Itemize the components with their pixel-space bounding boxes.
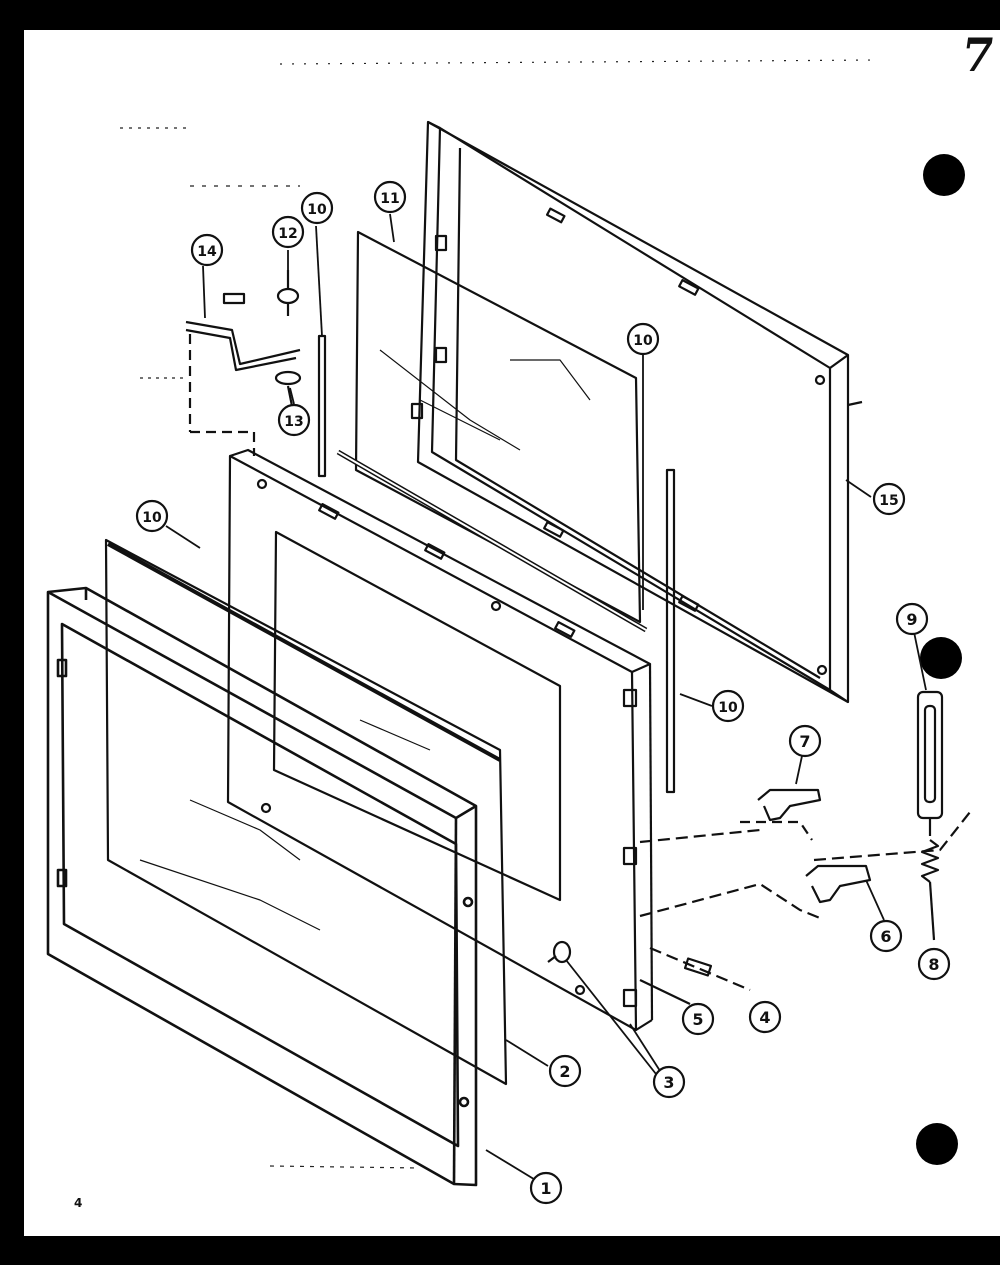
callout-c13: 13	[277, 403, 311, 437]
callout-label: 10	[307, 202, 327, 218]
callout-label: 4	[759, 1008, 770, 1027]
callout-circle	[652, 1065, 686, 1099]
part-4-pin	[649, 946, 751, 992]
callout-circle	[135, 499, 169, 533]
callout-label: 10	[633, 333, 653, 349]
part-8-spring	[920, 839, 940, 941]
callout-c2: 2	[548, 1054, 582, 1088]
binder-hole-bottom	[916, 1123, 958, 1165]
callout-label: 2	[559, 1062, 570, 1081]
door-frame-middle-panel	[226, 448, 654, 1032]
part-3-screw	[547, 940, 572, 964]
callout-label: 7	[799, 732, 810, 751]
callout-circle	[548, 1054, 582, 1088]
binder-hole-top	[923, 154, 965, 196]
callout-circle	[711, 689, 745, 723]
callout-circle	[872, 482, 906, 516]
callout-c14: 14	[190, 233, 224, 267]
part-1-outer-door-frame	[46, 586, 478, 1187]
part-11-inner-glass	[354, 230, 642, 624]
part-10-gasket-rods	[107, 334, 676, 794]
callout-label: 14	[197, 244, 217, 260]
callout-circle	[373, 180, 407, 214]
callout-label: 1	[540, 1179, 551, 1198]
scan-noise	[120, 59, 881, 1169]
callout-label: 15	[879, 493, 898, 509]
callout-circle	[300, 191, 334, 225]
callout-c15: 15	[872, 482, 906, 516]
part-6-latch	[639, 811, 971, 920]
callout-circle	[917, 947, 951, 981]
binder-hole-middle	[920, 637, 962, 679]
part-13-nut	[274, 370, 302, 407]
callout-circle	[190, 233, 224, 267]
callout-c5: 5	[681, 1002, 715, 1036]
callout-circle	[748, 1000, 782, 1034]
callout-c7: 7	[788, 724, 822, 758]
callout-c8: 8	[917, 947, 951, 981]
callout-c10a: 10	[300, 191, 334, 225]
part-5-leader	[639, 979, 691, 1005]
callout-c12: 12	[271, 215, 305, 249]
leader-lines	[165, 213, 927, 1185]
part-9-hinge-arm	[916, 690, 944, 836]
callout-c10b: 10	[135, 499, 169, 533]
callout-circle	[681, 1002, 715, 1036]
callout-circle	[277, 403, 311, 437]
part-15-inner-door-panel	[410, 120, 863, 704]
callout-label: 12	[278, 226, 297, 242]
callout-circle	[626, 322, 660, 356]
callout-circle	[529, 1171, 563, 1205]
callout-label: 13	[284, 414, 303, 430]
callout-circle	[895, 602, 929, 636]
callout-label: 6	[880, 927, 891, 946]
callout-label: 10	[718, 700, 738, 716]
part-12-screw	[276, 270, 300, 316]
callout-label: 9	[906, 610, 917, 629]
callout-c3: 3	[652, 1065, 686, 1099]
callout-label: 11	[380, 191, 399, 207]
part-7-latch	[639, 788, 822, 844]
paper	[24, 30, 1000, 1236]
callout-label: 8	[928, 955, 939, 974]
callout-c6: 6	[869, 919, 903, 953]
callout-label: 3	[663, 1073, 674, 1092]
callout-c10c: 10	[626, 322, 660, 356]
part-2-outer-glass	[104, 538, 508, 1086]
callout-circle	[869, 919, 903, 953]
callout-c9: 9	[895, 602, 929, 636]
callout-c1: 1	[529, 1171, 563, 1205]
callout-c11: 11	[373, 180, 407, 214]
callout-c10d: 10	[711, 689, 745, 723]
callout-label: 5	[692, 1010, 703, 1029]
callout-c4: 4	[748, 1000, 782, 1034]
callout-label: 10	[142, 510, 162, 526]
callout-circle	[271, 215, 305, 249]
callout-circle	[788, 724, 822, 758]
page-number: 4	[74, 1196, 83, 1210]
